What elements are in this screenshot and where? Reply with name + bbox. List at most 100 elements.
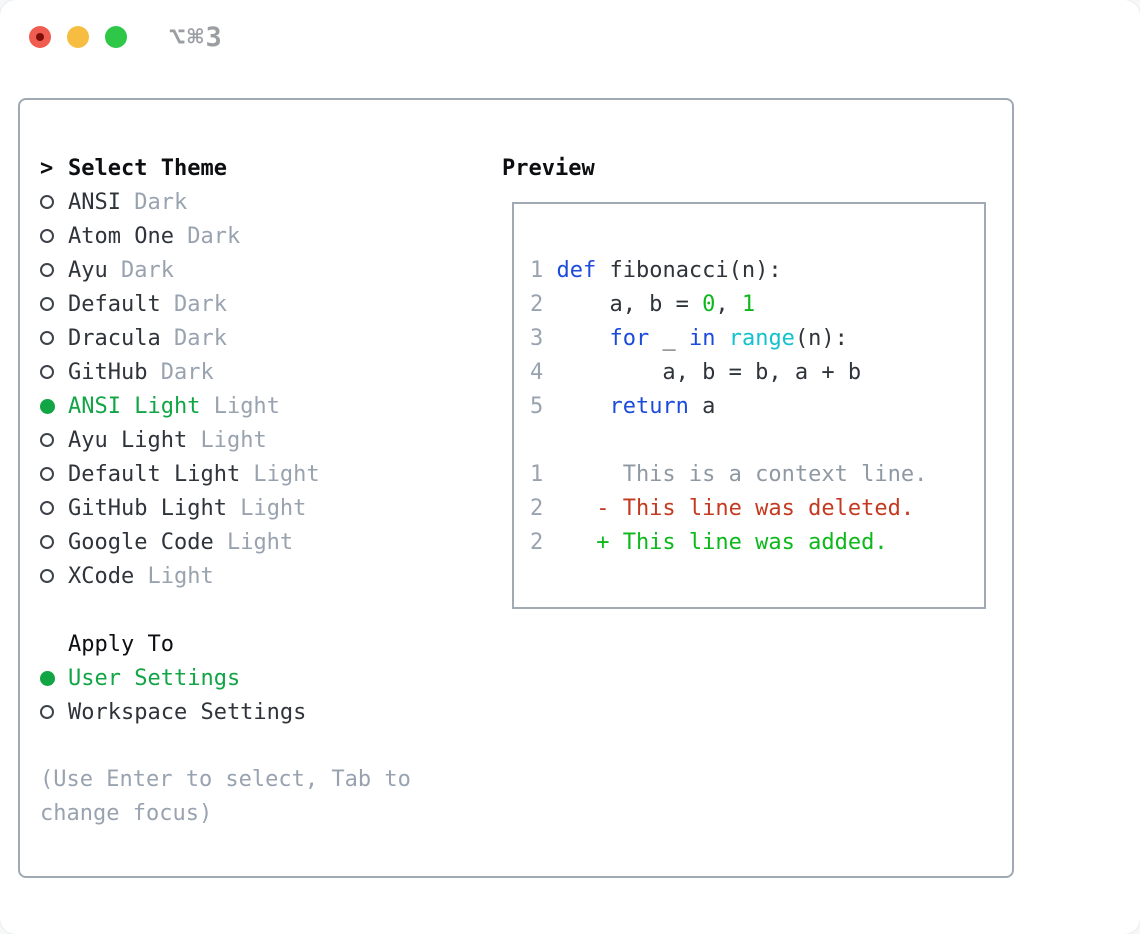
radio-bullet-column — [40, 670, 68, 686]
line-number: 4 — [530, 359, 544, 385]
theme-option-dracula[interactable]: Dracula Dark — [40, 321, 460, 355]
help-text: (Use Enter to select, Tab to change focu… — [40, 767, 411, 826]
code-token: for — [609, 325, 650, 351]
line-number: 2 — [530, 291, 544, 317]
radio-bullet-column — [40, 297, 68, 311]
option-label: GitHub Light — [68, 495, 227, 521]
option-variant-tag: Dark — [160, 291, 227, 317]
line-number: 2 — [530, 495, 544, 521]
radio-bullet-column — [40, 569, 68, 583]
option-label: XCode — [68, 563, 135, 589]
radio-icon — [40, 501, 54, 515]
line-number: 3 — [530, 325, 544, 351]
theme-option-default-light[interactable]: Default Light Light — [40, 457, 460, 491]
option-variant-tag: Light — [200, 393, 280, 419]
theme-option-google-code[interactable]: Google Code Light — [40, 525, 460, 559]
option-variant-tag: Dark — [107, 257, 174, 283]
radio-icon — [40, 229, 54, 243]
code-line: 2 a, b = 0, 1 — [530, 287, 978, 321]
apply-to-header-row: Apply To — [40, 627, 460, 661]
option-label: Workspace Settings — [68, 699, 307, 725]
line-number: 5 — [530, 393, 544, 419]
apply-to-title: Apply To — [68, 631, 174, 657]
option-variant-tag: Light — [226, 495, 307, 521]
code-line: 1 This is a context line. — [530, 457, 978, 491]
option-label: Default Light — [68, 461, 241, 487]
apply-option-workspace-settings[interactable]: Workspace Settings — [40, 695, 460, 729]
theme-option-atom-one[interactable]: Atom One Dark — [40, 219, 460, 253]
titlebar: ⌥⌘3 — [29, 22, 224, 53]
select-theme-header-row: > Select Theme — [40, 151, 460, 185]
radio-bullet-column — [40, 501, 68, 515]
option-label: ANSI — [68, 189, 121, 215]
radio-icon — [40, 365, 54, 379]
theme-option-ayu-light[interactable]: Ayu Light Light — [40, 423, 460, 457]
option-label: Ayu — [68, 257, 108, 283]
option-variant-tag: Dark — [160, 325, 227, 351]
theme-option-ayu[interactable]: Ayu Dark — [40, 253, 460, 287]
code-token: 1 — [741, 291, 756, 317]
line-number: 2 — [530, 529, 544, 555]
code-token: a, b = b, a + b — [556, 359, 862, 385]
theme-option-github-light[interactable]: GitHub Light Light — [40, 491, 460, 525]
radio-icon — [40, 569, 54, 583]
theme-option-ansi[interactable]: ANSI Dark — [40, 185, 460, 219]
theme-option-ansi-light[interactable]: ANSI Light Light — [40, 389, 460, 423]
option-variant-tag: Dark — [173, 223, 241, 249]
keyboard-shortcut-label: ⌥⌘3 — [169, 21, 224, 53]
option-label: ANSI Light — [68, 393, 201, 419]
radio-bullet-column — [40, 398, 68, 414]
code-token: range — [728, 325, 795, 351]
option-label: Atom One — [68, 223, 174, 249]
theme-option-github[interactable]: GitHub Dark — [40, 355, 460, 389]
option-variant-tag: Dark — [147, 359, 214, 385]
option-variant-tag: Light — [240, 461, 320, 487]
line-number: 1 — [530, 461, 544, 487]
radio-bullet-column — [40, 331, 68, 345]
option-variant-tag: Dark — [120, 189, 188, 215]
option-label: Default — [68, 291, 161, 317]
radio-bullet-column — [40, 195, 68, 209]
radio-bullet-column — [40, 263, 68, 277]
code-line: 5 return a — [530, 389, 978, 423]
code-line — [530, 423, 978, 457]
radio-selected-icon — [40, 398, 55, 414]
code-token: _ — [649, 325, 689, 351]
radio-bullet-column — [40, 365, 68, 379]
radio-selected-icon — [40, 670, 55, 686]
apply-option-user-settings[interactable]: User Settings — [40, 661, 460, 695]
theme-option-default[interactable]: Default Dark — [40, 287, 460, 321]
option-label: Google Code — [68, 529, 214, 555]
select-theme-title: Select Theme — [68, 155, 227, 181]
code-token: This is a context line. — [556, 461, 928, 487]
preview-title: Preview — [502, 155, 595, 181]
code-line: 3 for _ in range(n): — [530, 321, 978, 355]
code-token: return — [609, 393, 689, 419]
code-token: a — [688, 393, 716, 419]
radio-bullet-column — [40, 467, 68, 481]
preview-header-row: Preview — [502, 151, 986, 185]
zoom-button[interactable] — [105, 26, 127, 48]
code-token — [715, 326, 728, 351]
code-token: + This line was added. — [556, 529, 888, 555]
option-variant-tag: Light — [187, 427, 267, 453]
minimize-button[interactable] — [67, 26, 89, 48]
radio-icon — [40, 705, 54, 719]
radio-bullet-column — [40, 433, 68, 447]
close-button[interactable] — [29, 26, 51, 48]
line-number: 1 — [530, 257, 544, 283]
radio-icon — [40, 467, 54, 481]
code-token: fibonacci(n): — [596, 257, 782, 283]
code-token — [556, 326, 609, 351]
theme-option-xcode[interactable]: XCode Light — [40, 559, 460, 593]
prompt-icon: > — [40, 155, 54, 181]
radio-icon — [40, 535, 54, 549]
option-label: GitHub — [68, 359, 148, 385]
radio-icon — [40, 263, 54, 277]
